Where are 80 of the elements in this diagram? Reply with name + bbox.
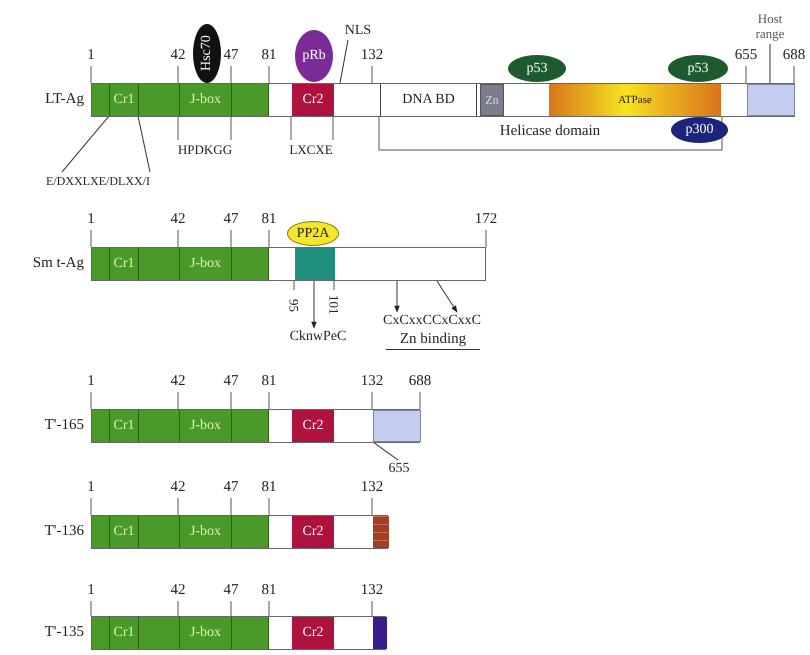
position-number: 1 <box>87 48 95 63</box>
position-number: 81 <box>262 48 276 63</box>
binding-partner-ellipse: p53 <box>508 55 566 82</box>
domain-box <box>747 84 795 116</box>
domain-box: Cr1 <box>109 516 139 548</box>
position-number: 132 <box>360 374 384 389</box>
position-number: 42 <box>170 480 186 495</box>
domain-box: J-box <box>179 248 232 280</box>
position-number: 47 <box>224 583 238 598</box>
leader-line <box>62 116 110 172</box>
position-number: 1 <box>87 374 95 389</box>
region-label: Helicase domain <box>500 124 600 139</box>
domain-box <box>373 617 387 649</box>
callout-label: E/DXXLXE/DLXX/I <box>18 172 178 190</box>
position-number: 47 <box>224 212 238 227</box>
position-number: 42 <box>170 374 186 389</box>
domain-box: Cr2 <box>292 84 334 116</box>
callout-label: NLS <box>336 22 380 40</box>
domain-box <box>295 248 335 280</box>
position-number: 132 <box>360 48 384 63</box>
domain-box: Cr2 <box>292 410 334 442</box>
domain-box: Zn <box>480 84 504 116</box>
domain-box: J-box <box>179 516 232 548</box>
position-number: 101 <box>326 294 342 317</box>
position-number: 81 <box>262 583 276 598</box>
domain-box: Cr1 <box>109 617 139 649</box>
motif-label: LXCXE <box>289 143 333 156</box>
position-number: 81 <box>262 480 276 495</box>
domain-box <box>373 516 389 548</box>
position-number: 42 <box>170 212 186 227</box>
protein-name: T'-135 <box>44 625 84 640</box>
position-number: 688 <box>782 48 806 63</box>
position-number: 1 <box>87 583 95 598</box>
position-number: 1 <box>87 480 95 495</box>
arrow <box>394 280 400 313</box>
protein-name: T'-136 <box>44 524 84 539</box>
motif-label: HPDKGG <box>178 143 232 156</box>
position-number: 47 <box>224 480 238 495</box>
position-number: 655 <box>734 48 758 63</box>
position-number: 132 <box>360 480 384 495</box>
position-number: 95 <box>286 298 302 314</box>
position-number: 81 <box>262 212 276 227</box>
domain-box: Cr2 <box>292 516 334 548</box>
domain-box: Cr1 <box>109 84 139 116</box>
domain-box: J-box <box>179 617 232 649</box>
position-number: 42 <box>170 583 186 598</box>
arrow <box>311 280 317 329</box>
binding-partner-ellipse: PP2A <box>287 221 339 246</box>
domain-box: J-box <box>179 84 232 116</box>
binding-partner-ellipse: p53 <box>668 55 728 82</box>
region-label: Host range <box>750 10 790 44</box>
callout-label: 655 <box>382 460 416 478</box>
position-number: 81 <box>262 374 276 389</box>
leader-line <box>372 442 398 460</box>
domain-box: J-box <box>179 410 232 442</box>
position-number: 1 <box>87 212 95 227</box>
callout-label: CxCxxCCxCxxC <box>362 312 502 330</box>
domain-box <box>373 410 421 442</box>
domain-box: DNA BD <box>380 84 477 116</box>
protein-name: Sm t-Ag <box>32 256 84 271</box>
position-number: 47 <box>224 48 238 63</box>
binding-partner-ellipse: p300 <box>671 117 728 143</box>
region-label: Zn binding <box>386 332 480 350</box>
protein-name: T'-165 <box>44 418 84 433</box>
protein-name: LT-Ag <box>45 92 84 107</box>
leader-line <box>340 40 348 84</box>
position-number: 47 <box>224 374 238 389</box>
binding-partner-circle: pRb <box>295 30 333 82</box>
leader-line <box>138 116 150 172</box>
position-number: 132 <box>360 583 384 598</box>
position-number: 172 <box>474 212 498 227</box>
position-number: 688 <box>408 374 432 389</box>
domain-box: Cr1 <box>109 248 139 280</box>
binding-partner-ellipse: Hsc70 <box>193 24 221 83</box>
position-number: 42 <box>170 48 186 63</box>
callout-label: CknwPeC <box>278 328 358 346</box>
domain-box: Cr1 <box>109 410 139 442</box>
domain-box: Cr2 <box>292 617 334 649</box>
arrow <box>436 280 458 313</box>
domain-box: ATPase <box>549 84 721 116</box>
